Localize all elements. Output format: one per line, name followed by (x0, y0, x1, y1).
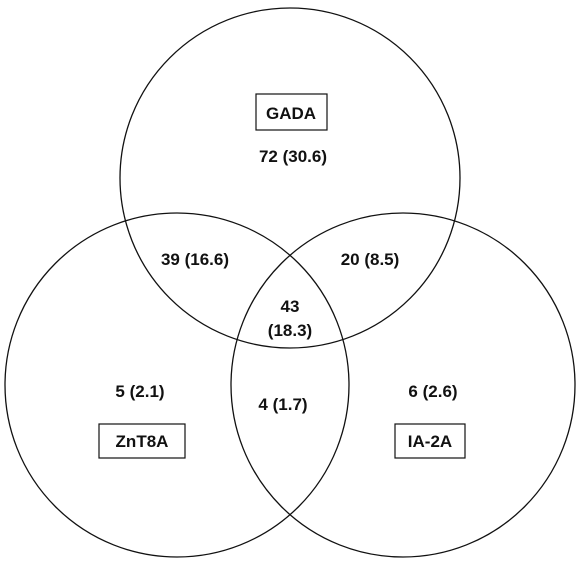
ia2a-label: IA-2A (408, 432, 452, 451)
region-gada-ia2a: 20 (8.5) (341, 250, 400, 269)
region-all-three-count: 43 (281, 297, 300, 316)
region-znt8a-ia2a: 4 (1.7) (258, 395, 307, 414)
gada-label-box: GADA (255, 93, 328, 131)
znt8a-label-box: ZnT8A (98, 423, 186, 459)
ia2a-label-box: IA-2A (394, 423, 466, 459)
region-ia2a-only: 6 (2.6) (408, 382, 457, 401)
znt8a-circle (4, 212, 350, 558)
region-znt8a-only: 5 (2.1) (115, 382, 164, 401)
ia2a-circle (230, 212, 576, 558)
gada-label: GADA (266, 104, 316, 123)
znt8a-label: ZnT8A (116, 432, 169, 451)
region-all-three-pct: (18.3) (268, 321, 312, 340)
gada-circle (119, 7, 461, 349)
region-gada-only: 72 (30.6) (259, 147, 327, 166)
region-gada-znt8a: 39 (16.6) (161, 250, 229, 269)
